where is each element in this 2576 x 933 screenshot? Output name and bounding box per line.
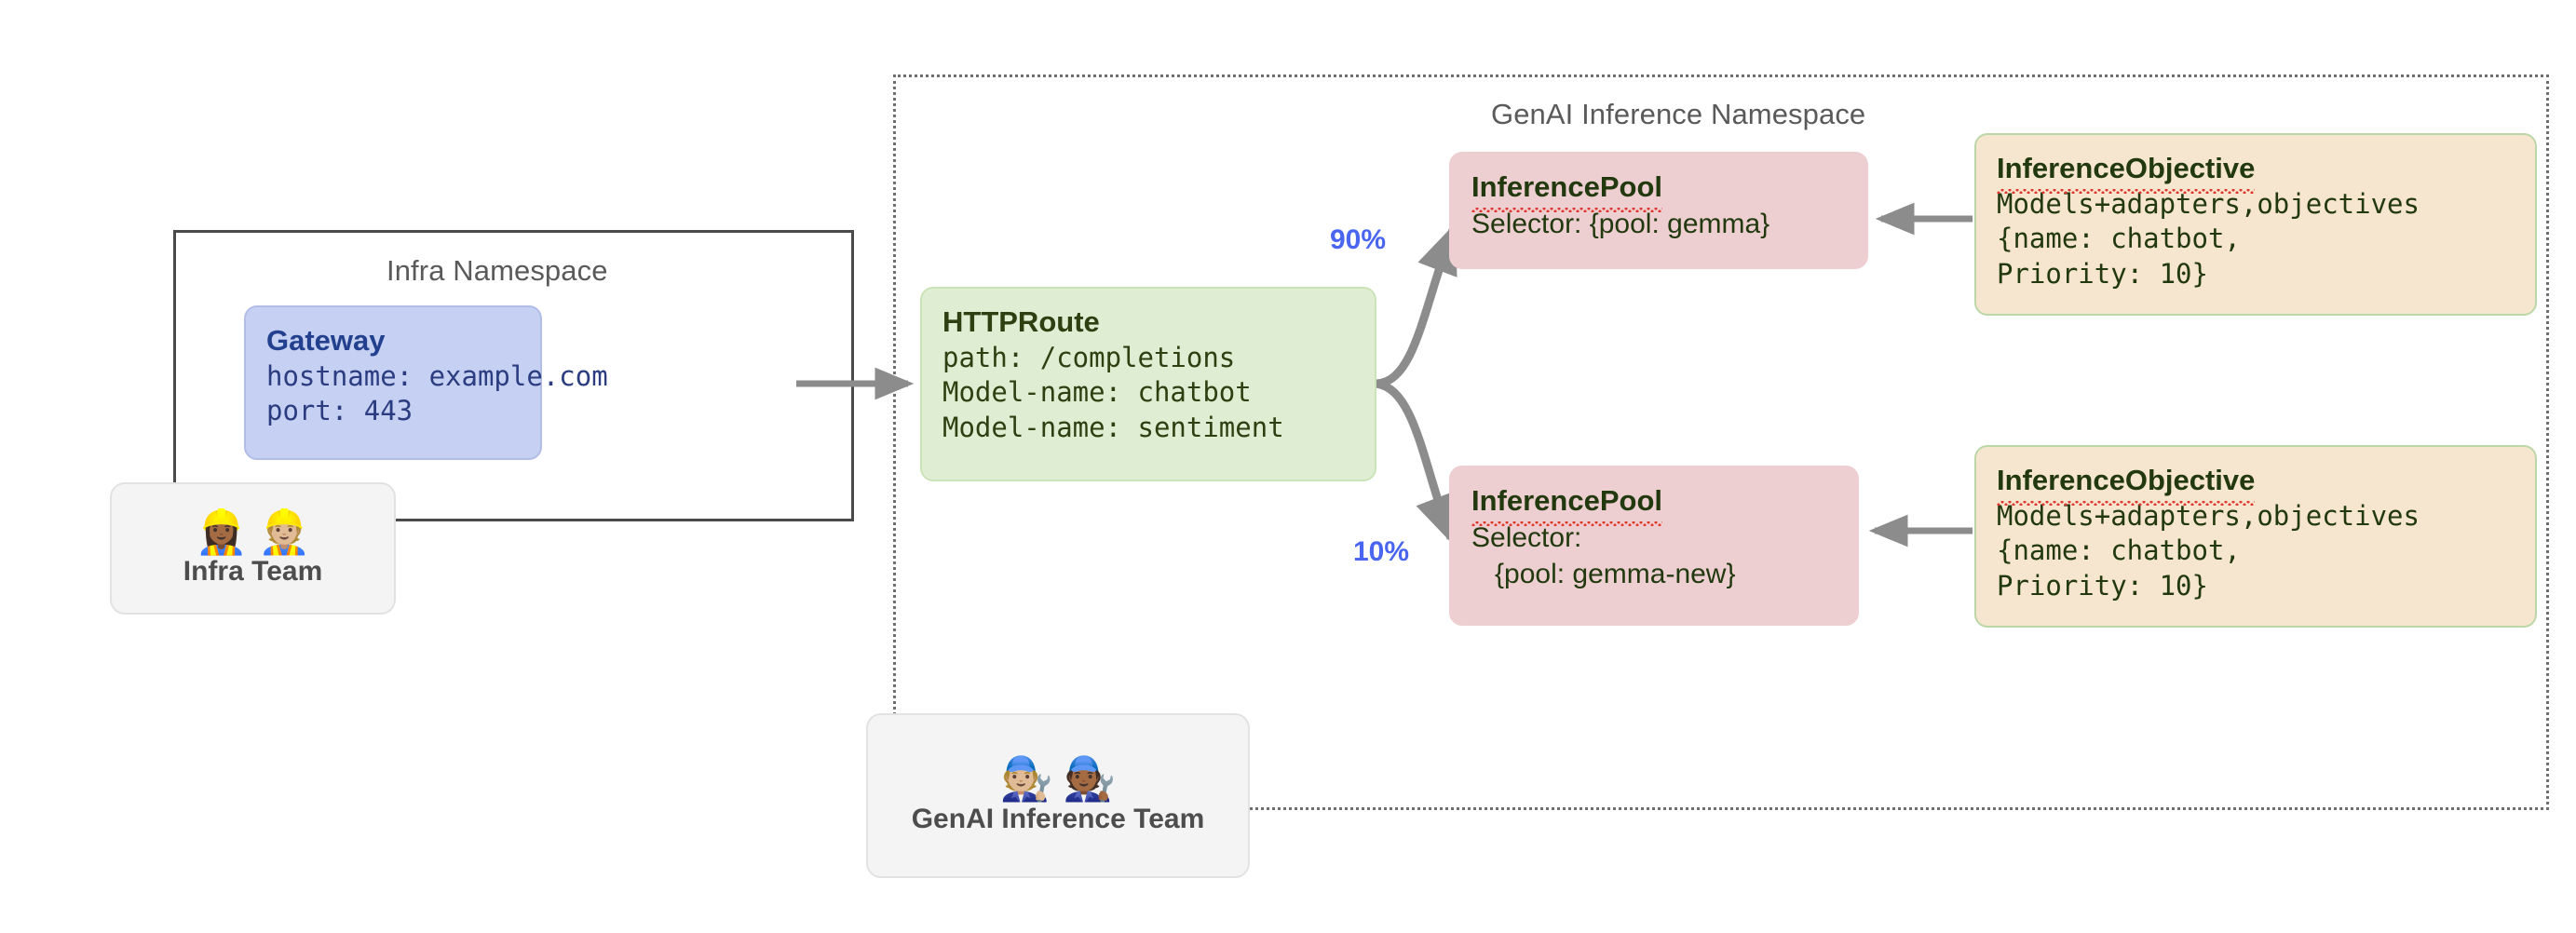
node-httproute[interactable]: HTTPRoute path: /completions Model-name:… xyxy=(920,287,1376,481)
edge-label-90-percent: 90% xyxy=(1330,224,1387,255)
spellcheck-underline: InferenceObjective xyxy=(1997,462,2256,506)
node-inferencepool-gemma[interactable]: InferencePool Selector: {pool: gemma} xyxy=(1449,152,1868,269)
inferenceobjective-top-line-models: Models+adapters,objectives xyxy=(1997,187,2420,220)
inferencepool-gemma-new-title: InferencePool xyxy=(1471,482,1837,526)
node-inferencepool-gemma-new[interactable]: InferencePool Selector: {pool: gemma-new… xyxy=(1449,466,1859,626)
inferenceobjective-bottom-line-priority: Priority: 10} xyxy=(1997,570,2208,602)
gateway-line-port: port: 443 xyxy=(266,395,414,427)
infra-namespace-title: Infra Namespace xyxy=(386,254,608,287)
inferenceobjective-bottom-line-models: Models+adapters,objectives xyxy=(1997,499,2420,532)
genai-inference-namespace-container xyxy=(893,74,2549,810)
infra-team-avatars: 👷🏾‍♀️👷🏼 xyxy=(195,507,320,556)
team-badge-infra[interactable]: 👷🏾‍♀️👷🏼 Infra Team xyxy=(110,482,396,615)
spellcheck-underline: InferencePool xyxy=(1471,169,1662,212)
team-badge-genai-inference[interactable]: 🧑🏼‍🔧🧑🏾‍🔧 GenAI Inference Team xyxy=(866,713,1250,878)
genai-team-label: GenAI Inference Team xyxy=(911,803,1205,834)
infra-team-label: Infra Team xyxy=(183,556,323,588)
inferencepool-gemma-new-selector: Selector: xyxy=(1471,521,1582,553)
inferenceobjective-top-line-priority: Priority: 10} xyxy=(1997,258,2208,291)
httproute-title: HTTPRoute xyxy=(942,305,1100,338)
inferencepool-gemma-selector: Selector: {pool: gemma} xyxy=(1471,208,1770,239)
genai-team-avatars: 🧑🏼‍🔧🧑🏾‍🔧 xyxy=(999,754,1126,804)
inferenceobjective-top-line-name: {name: chatbot, xyxy=(1997,223,2241,255)
inferenceobjective-top-title: InferenceObjective xyxy=(1997,150,2515,194)
httproute-line-model-sentiment: Model-name: sentiment xyxy=(942,412,1284,444)
inferenceobjective-bottom-title: InferenceObjective xyxy=(1997,462,2515,506)
inferenceobjective-bottom-line-name: {name: chatbot, xyxy=(1997,534,2241,567)
node-inferenceobjective-top[interactable]: InferenceObjective Models+adapters,objec… xyxy=(1974,133,2537,316)
spellcheck-underline: InferencePool xyxy=(1471,482,1662,526)
gateway-title: Gateway xyxy=(266,324,386,357)
genai-inference-namespace-title: GenAI Inference Namespace xyxy=(1491,98,1866,130)
inferencepool-gemma-title: InferencePool xyxy=(1471,169,1846,212)
gateway-line-hostname: hostname: example.com xyxy=(266,359,608,392)
inferencepool-gemma-new-selector-value: {pool: gemma-new} xyxy=(1471,558,1736,589)
edge-label-10-percent: 10% xyxy=(1353,536,1410,567)
node-gateway[interactable]: Gateway hostname: example.com port: 443 xyxy=(244,305,608,460)
node-inferenceobjective-bottom[interactable]: InferenceObjective Models+adapters,objec… xyxy=(1974,445,2537,628)
httproute-line-model-chatbot: Model-name: chatbot xyxy=(942,376,1252,409)
httproute-line-path: path: /completions xyxy=(942,341,1236,373)
spellcheck-underline: InferenceObjective xyxy=(1997,150,2256,194)
